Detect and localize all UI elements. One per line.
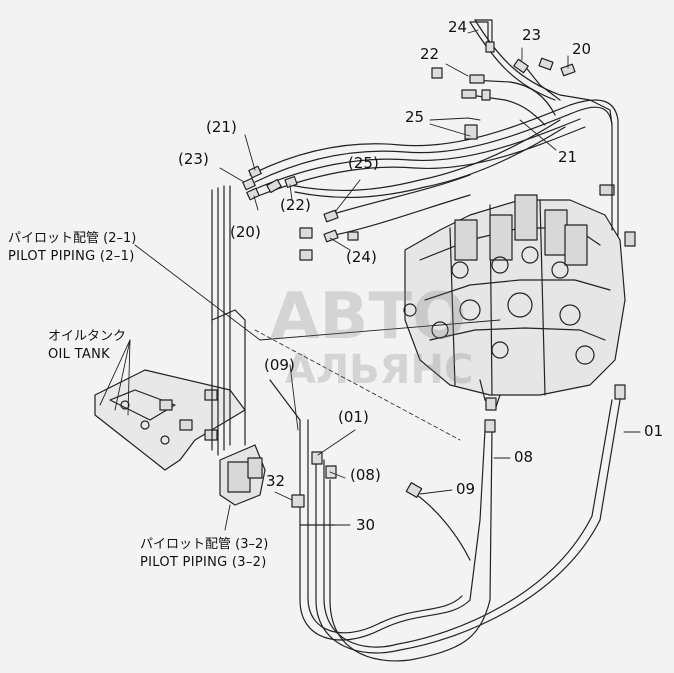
part-label: (08): [350, 466, 381, 484]
dashed-reference-line: [254, 329, 461, 441]
part-label: (25): [348, 154, 379, 172]
watermark-line2: АЛЬЯНС: [285, 347, 474, 393]
watermark-line1: АВТО: [270, 280, 467, 354]
left-vertical-pipes: [211, 185, 246, 456]
part-label: 20: [572, 40, 592, 58]
part-label: (20): [230, 223, 261, 241]
bottom-hoses: [269, 379, 621, 662]
part-label: 09: [456, 480, 476, 498]
part-label: 22: [420, 45, 440, 63]
part-label: 23: [522, 26, 542, 44]
part-label: (01): [338, 408, 369, 426]
caption-pilot-2-1-en: PILOT PIPING (2–1): [8, 249, 135, 264]
caption-pilot-3-2-en: PILOT PIPING (3–2): [140, 555, 267, 570]
caption-oil-tank-en: OIL TANK: [48, 347, 110, 362]
control-valve-assembly: [403, 184, 636, 411]
oil-tank-plate: [94, 369, 246, 471]
part-label: (22): [280, 196, 311, 214]
part-label: 08: [514, 448, 534, 466]
caption-oil-tank-jp: オイルタンク: [48, 329, 127, 344]
mid-fittings: [291, 384, 626, 508]
leader-lines: [99, 29, 641, 531]
part-label: 01: [644, 422, 664, 440]
part-label: (23): [178, 150, 209, 168]
part-label: 32: [266, 472, 286, 490]
part-label: 25: [405, 108, 425, 126]
part-label: (21): [206, 118, 237, 136]
caption-pilot-2-1-jp: パイロット配管 (2–1): [8, 231, 137, 246]
part-label: 24: [448, 18, 468, 36]
caption-pilot-3-2-jp: パイロット配管 (3–2): [140, 537, 269, 552]
pilot-valve-block: [219, 444, 266, 506]
left-fittings: [242, 165, 359, 261]
part-label: 30: [356, 516, 376, 534]
top-fittings: [431, 41, 576, 140]
part-label: 21: [558, 148, 578, 166]
pilot-pipe-bundle-top: [249, 19, 619, 236]
part-label: (09): [264, 356, 295, 374]
part-label: (24): [346, 248, 377, 266]
